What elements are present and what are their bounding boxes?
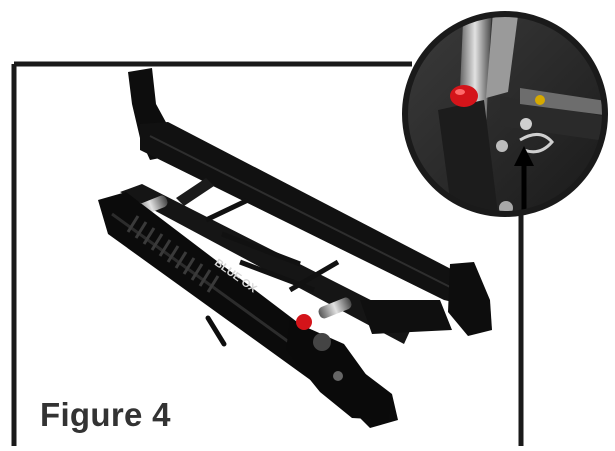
spring-coil [126, 215, 220, 293]
red-knob [296, 314, 312, 330]
detail-inset [402, 11, 608, 217]
tow-bracket-illustration: BLUE OX [98, 68, 492, 428]
figure-frame [11, 61, 524, 446]
figure-caption: Figure 4 [40, 396, 171, 433]
arrow-up-icon [514, 146, 534, 214]
